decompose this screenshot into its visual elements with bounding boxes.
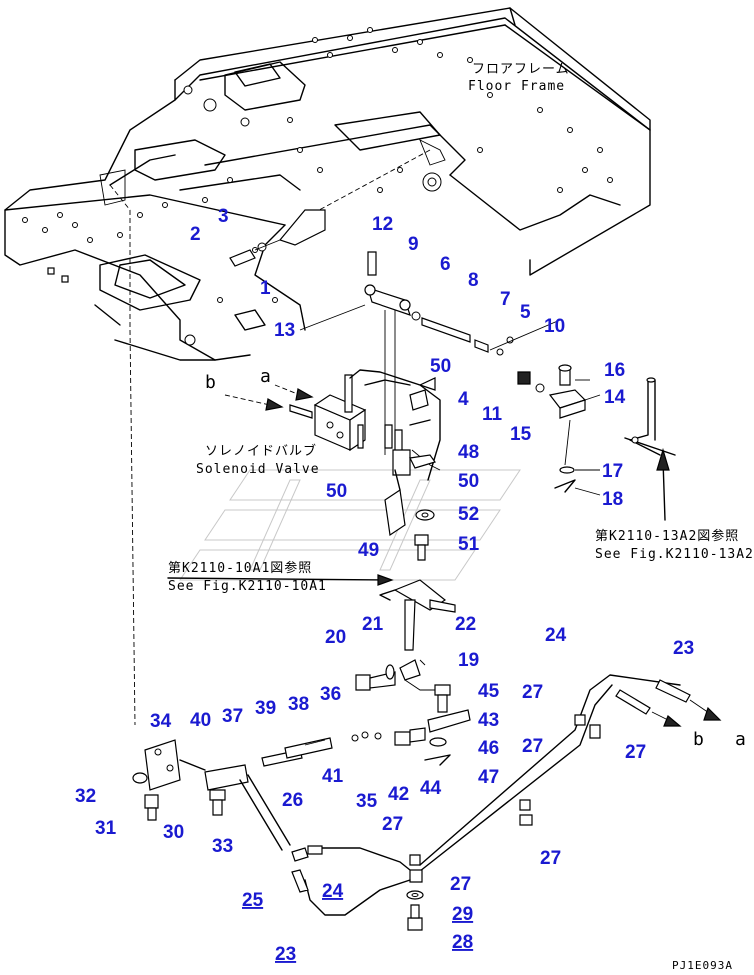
watermark-logo — [179, 469, 521, 581]
callout-25: 25 — [242, 890, 264, 911]
callout-24-bottom: 24 — [322, 881, 344, 902]
lower-linkage — [355, 659, 471, 766]
top-arrows: b a — [205, 366, 314, 411]
drawing-code: PJ1E093A — [672, 959, 733, 972]
callout-51: 51 — [458, 534, 480, 555]
ref2-label-en: See Fig.K2110-13A2 — [595, 547, 754, 562]
callout-11: 11 — [482, 404, 503, 425]
callout-27-a: 27 — [522, 682, 543, 703]
callout-4: 4 — [458, 389, 469, 410]
callout-46: 46 — [478, 738, 499, 759]
callout-12: 12 — [372, 214, 393, 235]
callout-19: 19 — [458, 650, 479, 671]
callout-50-a: 50 — [430, 356, 451, 377]
floor-frame-label-jp: フロアフレーム — [472, 62, 570, 77]
arrow-label-a-right: a — [735, 729, 746, 750]
callout-26: 26 — [282, 790, 303, 811]
cable-left — [291, 845, 411, 916]
callout-24-right: 24 — [545, 625, 567, 646]
arrow-label-b-top: b — [205, 372, 216, 393]
callout-5: 5 — [520, 302, 531, 323]
callout-10: 10 — [544, 316, 565, 337]
callout-47: 47 — [478, 767, 499, 788]
callout-14: 14 — [604, 387, 626, 408]
callout-38: 38 — [288, 694, 309, 715]
arrow-label-b-right: b — [693, 729, 704, 750]
callout-2: 2 — [190, 224, 201, 245]
callout-30: 30 — [163, 822, 184, 843]
solenoid-label-jp: ソレノイドバルブ — [205, 443, 317, 459]
callout-27-d: 27 — [540, 848, 561, 869]
callout-52: 52 — [458, 504, 479, 525]
callout-43: 43 — [478, 710, 499, 731]
callout-34: 34 — [150, 711, 172, 732]
callout-28: 28 — [452, 932, 473, 953]
floor-frame-label-en: Floor Frame — [468, 79, 565, 94]
callout-41: 41 — [322, 766, 344, 787]
bolt-washer-52-51 — [414, 509, 435, 561]
callout-27-c: 27 — [522, 736, 543, 757]
bracket-assembly — [229, 209, 326, 267]
callout-17: 17 — [602, 461, 623, 482]
callout-23-right: 23 — [673, 638, 694, 659]
callout-50-b: 50 — [458, 471, 479, 492]
callouts: 1 2 3 4 5 6 7 8 9 10 11 12 13 14 15 16 1… — [75, 206, 694, 965]
callout-33: 33 — [212, 836, 233, 857]
left-linkage — [132, 727, 426, 851]
callout-45: 45 — [478, 681, 500, 702]
floor-frame — [4, 7, 651, 361]
callout-23-bottom: 23 — [275, 944, 296, 965]
callout-18: 18 — [602, 489, 623, 510]
callout-39: 39 — [255, 698, 276, 719]
arrow-label-a-top: a — [260, 366, 271, 387]
callout-3: 3 — [218, 206, 229, 227]
callout-13: 13 — [274, 320, 295, 341]
callout-44: 44 — [420, 778, 442, 799]
callout-15: 15 — [510, 424, 532, 445]
callout-50-c: 50 — [326, 481, 347, 502]
callout-29: 29 — [452, 904, 473, 925]
bolt-28-29 — [406, 890, 424, 931]
callout-48: 48 — [458, 442, 479, 463]
callout-32: 32 — [75, 786, 96, 807]
ref1-label-jp: 第K2110-10A1図参照 — [168, 560, 312, 576]
callout-6: 6 — [440, 254, 451, 275]
callout-37: 37 — [222, 706, 243, 727]
callout-7: 7 — [500, 289, 511, 310]
callout-16: 16 — [604, 360, 625, 381]
callout-8: 8 — [468, 270, 479, 291]
frame-holes — [22, 27, 613, 303]
callout-9: 9 — [408, 234, 419, 255]
ref2-label-jp: 第K2110-13A2図参照 — [595, 528, 739, 544]
cable-right — [409, 674, 722, 883]
callout-21: 21 — [362, 614, 384, 635]
callout-31: 31 — [95, 818, 117, 839]
ref1-label-en: See Fig.K2110-10A1 — [168, 579, 327, 594]
callout-35: 35 — [356, 791, 378, 812]
solenoid-valve — [289, 369, 441, 537]
callout-22: 22 — [455, 614, 476, 635]
callout-20: 20 — [325, 627, 346, 648]
callout-1: 1 — [260, 278, 271, 299]
solenoid-label-en: Solenoid Valve — [196, 462, 320, 477]
callout-49: 49 — [358, 540, 379, 561]
callout-27-e: 27 — [382, 814, 403, 835]
callout-42: 42 — [388, 784, 409, 805]
valve-assembly — [299, 251, 561, 455]
callout-40: 40 — [190, 710, 211, 731]
callout-27-b: 27 — [625, 742, 646, 763]
right-bracket — [548, 364, 676, 521]
callout-36: 36 — [320, 684, 341, 705]
control-lever — [167, 574, 456, 651]
callout-27-f: 27 — [450, 874, 471, 895]
